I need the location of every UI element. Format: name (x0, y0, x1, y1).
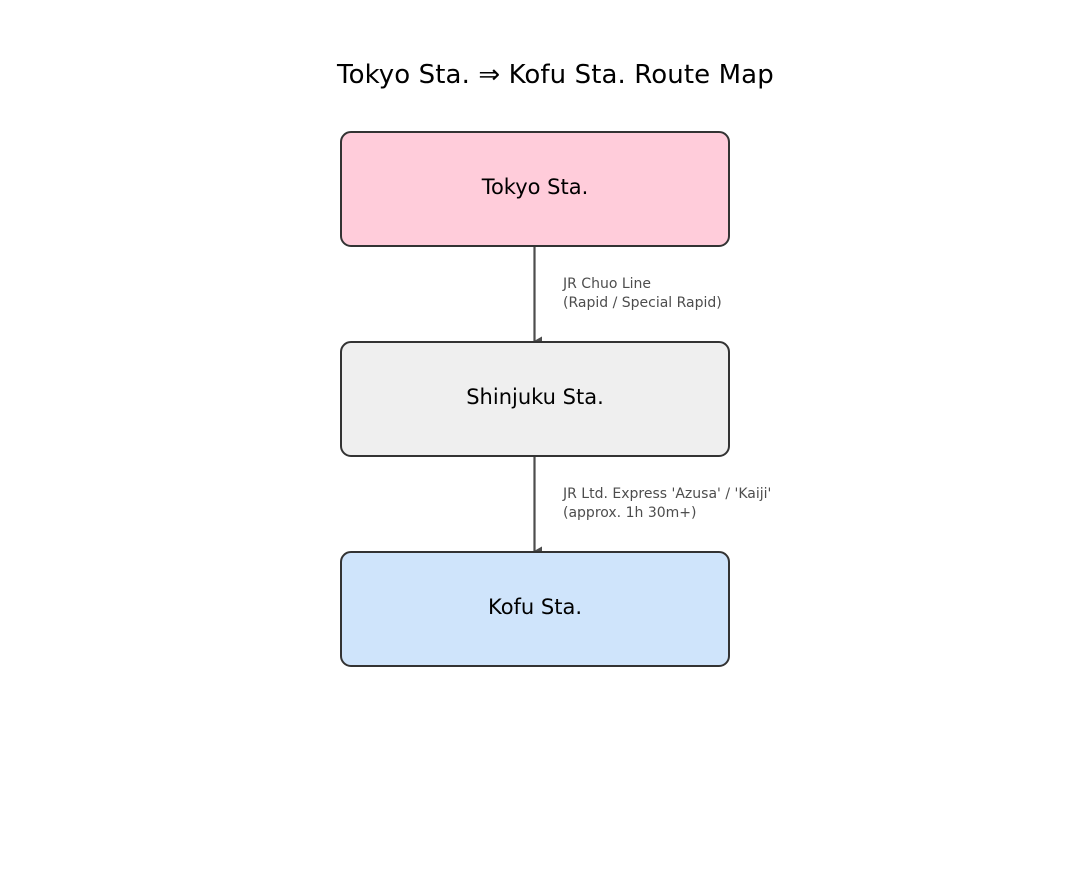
diagram-title: Tokyo Sta. ⇒ Kofu Sta. Route Map (337, 60, 774, 90)
node-label: Tokyo Sta. (481, 175, 589, 199)
node-label: Kofu Sta. (487, 595, 583, 619)
edge-label-line-1: JR Chuo Line (563, 276, 652, 292)
edge-label-line-1: JR Ltd. Express 'Azusa' / 'Kaiji' (563, 486, 772, 502)
node-tokyo-station[interactable]: Tokyo Sta. (340, 131, 730, 247)
node-kofu-station[interactable]: Kofu Sta. (340, 551, 730, 667)
edge-label-shinjuku-kofu: JR Ltd. Express 'Azusa' / 'Kaiji' (appro… (563, 485, 771, 523)
edge-label-tokyo-shinjuku: JR Chuo Line (Rapid / Special Rapid) (563, 275, 722, 313)
edge-label-line-2: (approx. 1h 30m+) (563, 505, 697, 521)
node-shinjuku-station[interactable]: Shinjuku Sta. (340, 341, 730, 457)
edge-label-line-2: (Rapid / Special Rapid) (563, 295, 722, 311)
node-label: Shinjuku Sta. (466, 385, 604, 409)
